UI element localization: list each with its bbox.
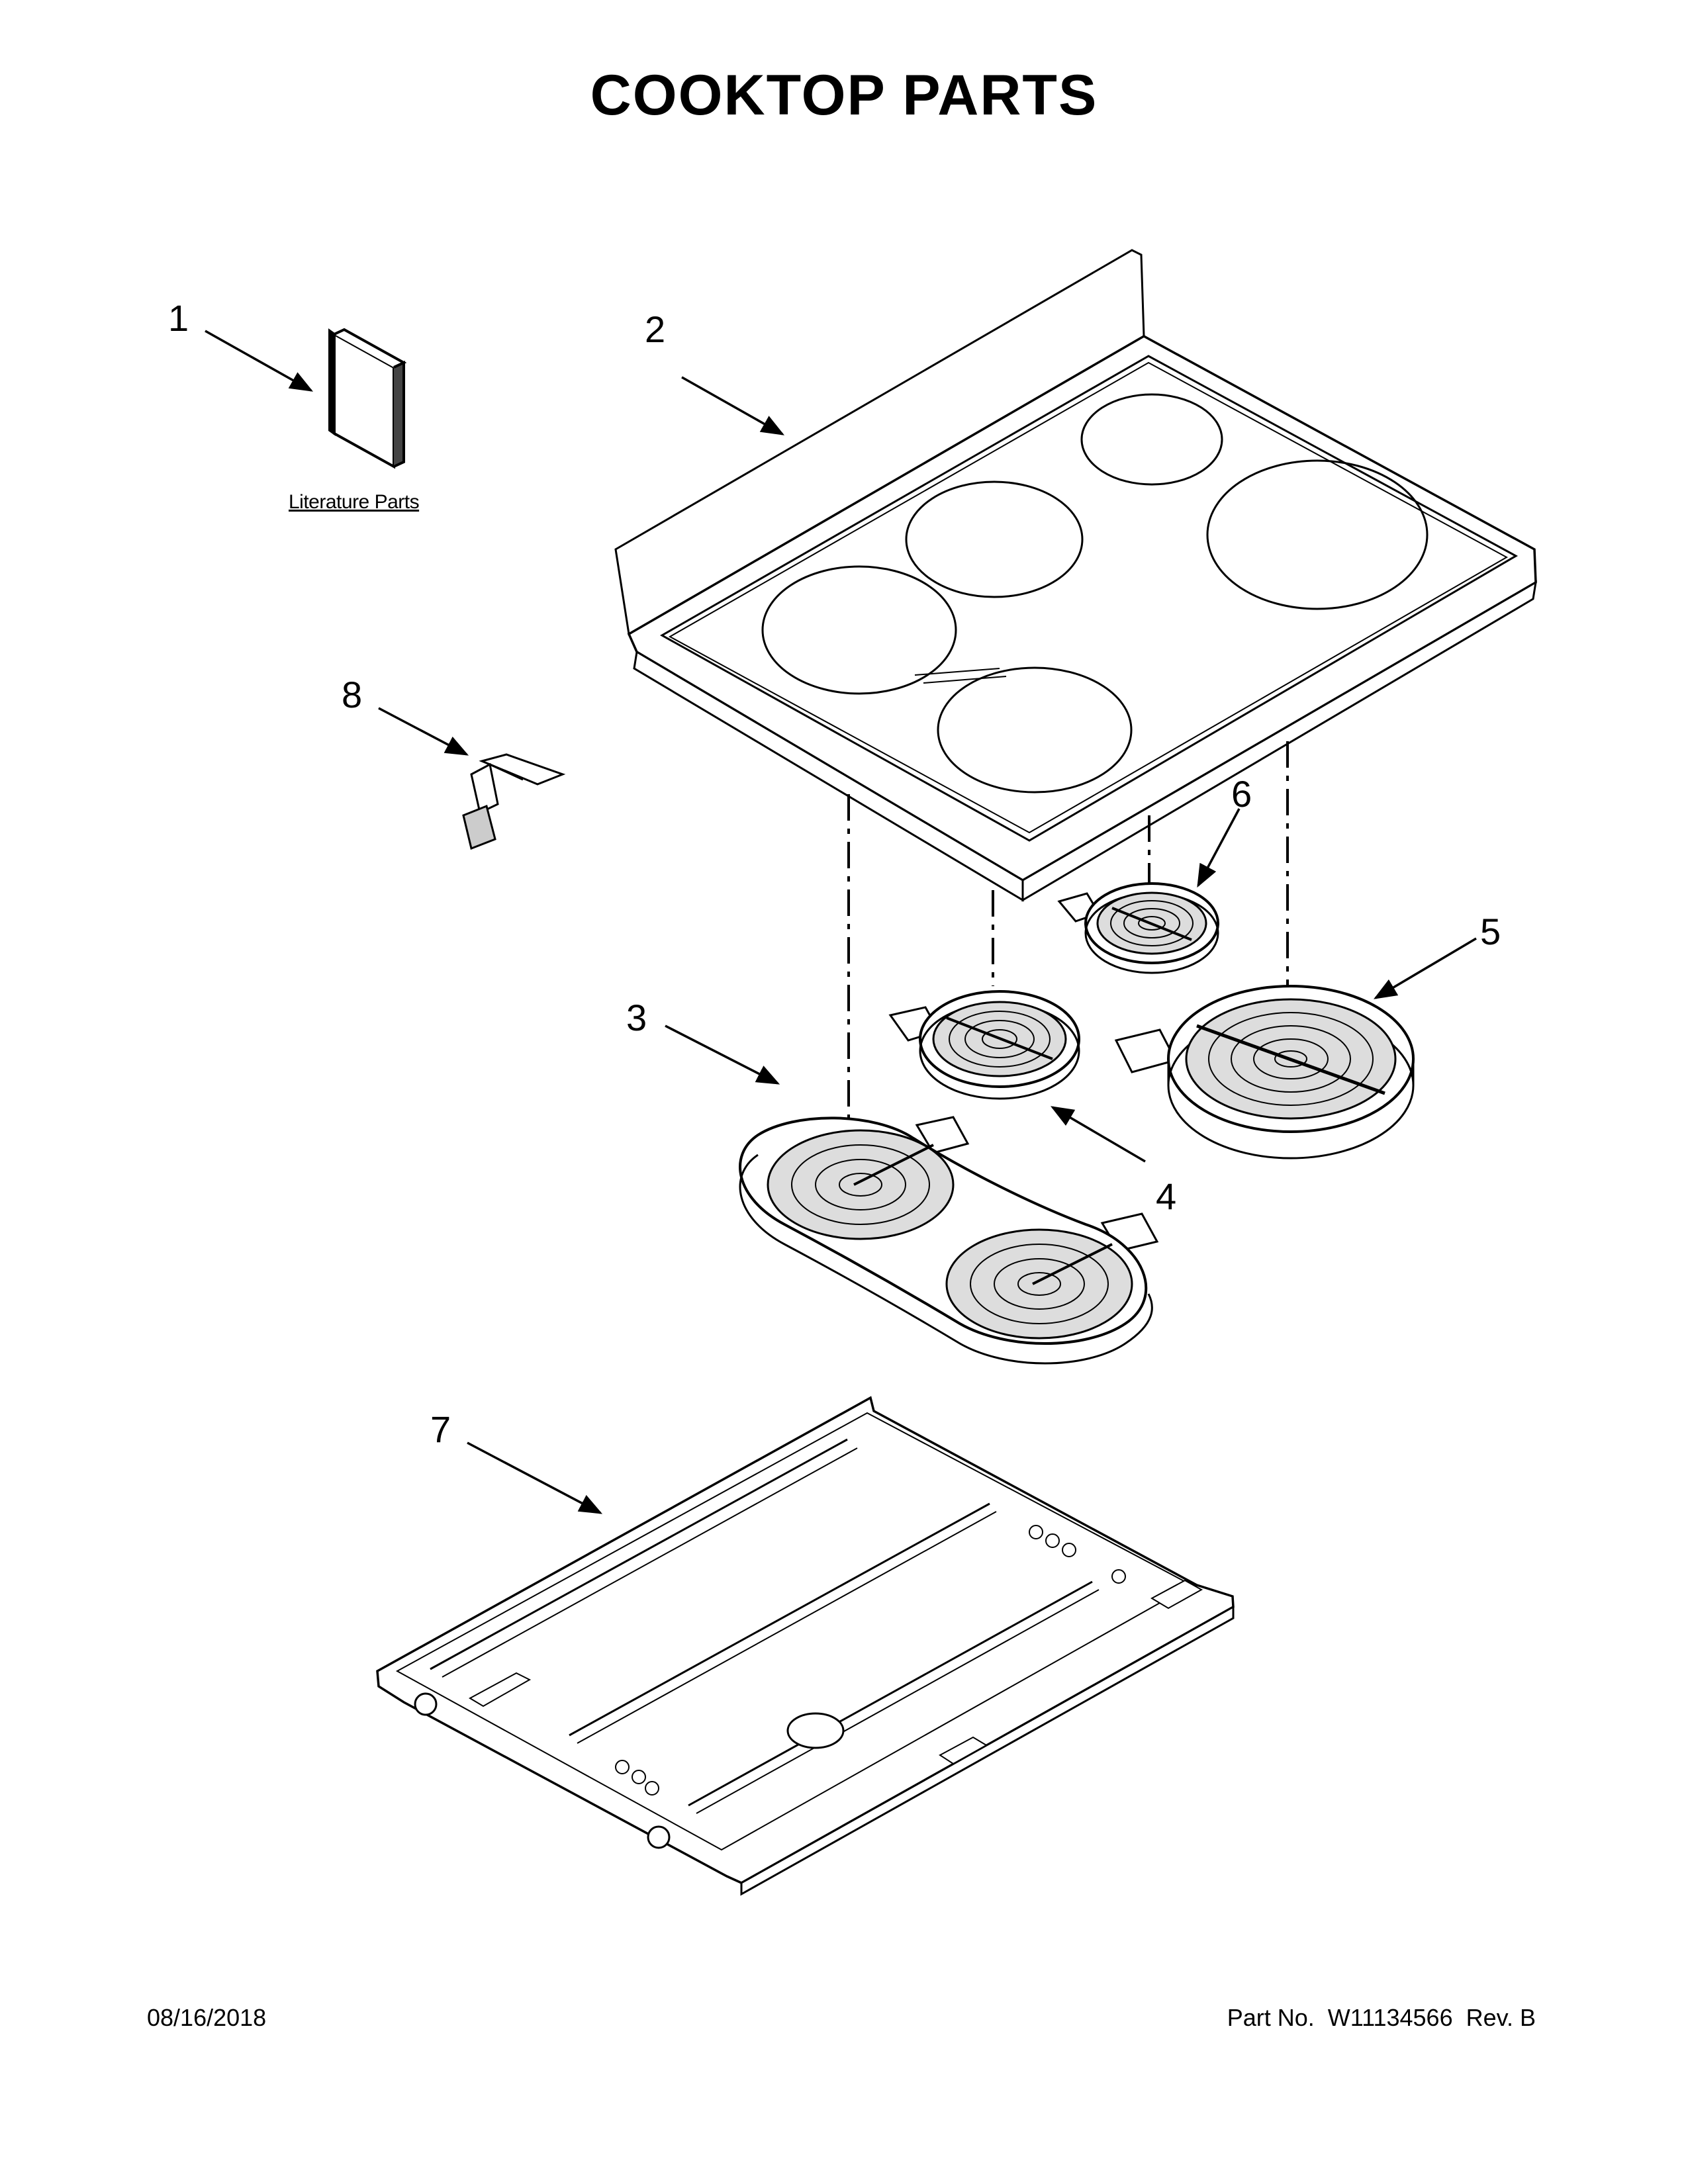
page-title: COOKTOP PARTS xyxy=(590,64,1098,127)
callout-6: 6 xyxy=(1231,773,1252,815)
callout-2: 2 xyxy=(645,308,666,350)
callout-3: 3 xyxy=(626,997,647,1038)
literature-booklet xyxy=(328,328,407,469)
part-no-label: Part No. xyxy=(1227,2004,1315,2031)
dual-radiant-element xyxy=(739,1116,1159,1365)
callout-7: 7 xyxy=(430,1408,451,1450)
small-radiant-element xyxy=(1057,882,1219,974)
rev-label: Rev. xyxy=(1466,2004,1513,2031)
footer-date: 08/16/2018 xyxy=(147,2004,267,2031)
part-number: W11134566 xyxy=(1327,2004,1453,2031)
footer-part-number: Part No. W11134566 Rev. B xyxy=(1227,2004,1536,2032)
alignment-lines xyxy=(847,741,1289,1165)
leader-arrows xyxy=(205,330,1477,1514)
cooktop-maintop xyxy=(614,249,1537,902)
callout-1: 1 xyxy=(168,297,189,339)
callout-5: 5 xyxy=(1480,911,1501,952)
medium-radiant-element xyxy=(888,990,1080,1100)
cooktop-bottom-panel xyxy=(376,1396,1235,1896)
callout-4: 4 xyxy=(1156,1175,1177,1217)
mounting-clip xyxy=(462,753,566,850)
literature-parts-label: Literature Parts xyxy=(289,491,420,513)
callout-8: 8 xyxy=(342,674,363,715)
rev-value: B xyxy=(1519,2004,1536,2031)
large-radiant-element xyxy=(1114,985,1415,1160)
